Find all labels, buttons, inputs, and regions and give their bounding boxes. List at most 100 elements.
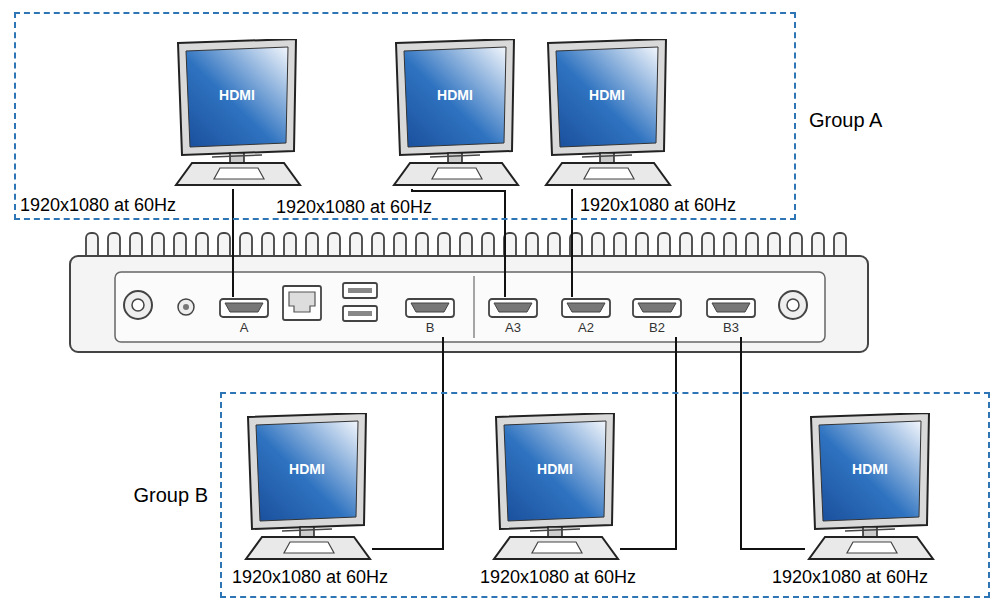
hdmi-monitor: HDMI	[172, 39, 302, 189]
screen-label: HDMI	[490, 461, 620, 478]
hdmi-port-outline	[631, 297, 683, 319]
rj45-port	[283, 286, 321, 320]
monitor-neck	[448, 153, 462, 163]
screen-label: HDMI	[172, 87, 302, 104]
hdmi-port-socket	[494, 303, 532, 312]
hdmi-port-socket	[411, 303, 449, 312]
monitor-neck	[863, 527, 877, 537]
monitor-button-strip	[530, 529, 580, 531]
monitor-button-strip	[430, 155, 480, 157]
group-label: Group B	[134, 484, 208, 506]
bnc-jack	[779, 291, 807, 319]
resolution-label: 1920x1080 at 60Hz	[772, 568, 928, 588]
small-jack-core	[183, 304, 189, 310]
resolution-label: 1920x1080 at 60Hz	[232, 568, 388, 588]
monitor-outline	[805, 413, 935, 563]
resolution-label: 1920x1080 at 60Hz	[480, 568, 636, 588]
hdmi-port: A	[218, 297, 270, 337]
monitor-button-strip	[582, 155, 632, 157]
hdmi-port: A3	[487, 297, 539, 337]
monitor-neck	[230, 153, 244, 163]
hdmi-port-outline	[404, 297, 456, 319]
display-group: Group AHDMIHDMIHDMI	[14, 12, 796, 220]
hdmi-monitor: HDMI	[490, 413, 620, 563]
monitor-button-strip	[845, 529, 895, 531]
chassis	[70, 256, 868, 352]
hdmi-port-outline	[560, 297, 612, 319]
hdmi-port-shell	[220, 299, 268, 317]
hdmi-port: B2	[631, 297, 683, 337]
screen-label: HDMI	[542, 87, 672, 104]
port-label: B3	[705, 321, 757, 335]
hdmi-monitor: HDMI	[542, 39, 672, 189]
hdmi-monitor: HDMI	[390, 39, 520, 189]
hdmi-port-shell	[707, 299, 755, 317]
monitor-base-inset	[214, 168, 264, 179]
monitor-outline	[542, 39, 672, 189]
hdmi-port-outline	[487, 297, 539, 319]
usb-tongue	[348, 288, 372, 293]
port-label: B	[404, 321, 456, 335]
port-label: B2	[631, 321, 683, 335]
monitor-base	[246, 537, 370, 559]
hdmi-port-shell	[562, 299, 610, 317]
monitor-outline	[242, 413, 372, 563]
resolution-label: 1920x1080 at 60Hz	[276, 198, 432, 218]
usb-port	[343, 283, 377, 298]
usb-port	[343, 306, 377, 321]
resolution-label: 1920x1080 at 60Hz	[580, 196, 736, 216]
monitor-outline	[490, 413, 620, 563]
monitor-base	[809, 537, 933, 559]
hdmi-cable	[372, 337, 443, 549]
monitor-base-inset	[847, 542, 897, 553]
port-label: A2	[560, 321, 612, 335]
monitor-base-inset	[432, 168, 482, 179]
hdmi-monitor: HDMI	[242, 413, 372, 563]
hdmi-port-outline	[705, 297, 757, 319]
monitor-outline	[172, 39, 302, 189]
monitor-base-inset	[532, 542, 582, 553]
hdmi-port: A2	[560, 297, 612, 337]
hdmi-port-shell	[406, 299, 454, 317]
hdmi-port-outline	[218, 297, 270, 319]
io-panel	[115, 272, 825, 342]
screen-label: HDMI	[805, 461, 935, 478]
monitor-button-strip	[282, 529, 332, 531]
hdmi-port: B	[404, 297, 456, 337]
screen-label: HDMI	[242, 461, 372, 478]
port-label: A	[218, 321, 270, 335]
monitor-neck	[300, 527, 314, 537]
hdmi-port-socket	[712, 303, 750, 312]
screen-label: HDMI	[390, 87, 520, 104]
hdmi-port: B3	[705, 297, 757, 337]
monitor-base	[546, 163, 670, 185]
hdmi-port-socket	[638, 303, 676, 312]
usb-tongue	[348, 311, 372, 316]
hdmi-port-socket	[567, 303, 605, 312]
hdmi-cable	[741, 337, 805, 549]
hdmi-port-shell	[633, 299, 681, 317]
rj45-socket	[289, 292, 315, 312]
hdmi-monitor: HDMI	[805, 413, 935, 563]
hdmi-cable	[571, 189, 573, 297]
panel-divider	[473, 276, 475, 338]
hdmi-cable	[232, 189, 234, 297]
monitor-base-inset	[584, 168, 634, 179]
group-label: Group A	[809, 109, 882, 131]
port-label: A3	[487, 321, 539, 335]
hdmi-port-socket	[225, 303, 263, 312]
bnc-core	[787, 299, 799, 311]
monitor-base	[494, 537, 618, 559]
monitor-outline	[390, 39, 520, 189]
bnc-core	[132, 299, 144, 311]
small-jack	[178, 299, 194, 315]
hdmi-port-shell	[489, 299, 537, 317]
bnc-jack	[124, 291, 152, 319]
monitor-base	[394, 163, 518, 185]
hdmi-cable	[620, 337, 676, 549]
resolution-label: 1920x1080 at 60Hz	[20, 196, 176, 216]
monitor-button-strip	[212, 155, 262, 157]
monitor-neck	[600, 153, 614, 163]
monitor-base	[176, 163, 300, 185]
monitor-base-inset	[284, 542, 334, 553]
